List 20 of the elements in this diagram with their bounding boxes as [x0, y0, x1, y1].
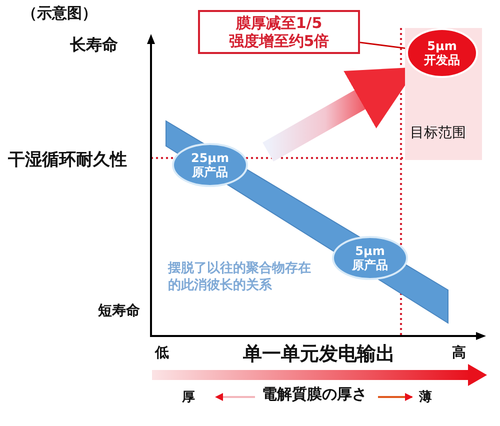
- scale-label: 厚: [182, 389, 195, 406]
- scale-title: 電解質膜の厚さ: [262, 385, 367, 404]
- axis-label: 长寿命: [70, 35, 118, 56]
- leader-line: [360, 42, 407, 50]
- product-ellipse: 25μm 原产品: [172, 143, 248, 187]
- callout-box: [198, 10, 360, 54]
- product-ellipse: 5μm 开发品: [406, 28, 478, 78]
- region-label: 目标范围: [410, 124, 466, 142]
- axis-label: 干湿循环耐久性: [8, 149, 127, 171]
- callout-text: 膜厚减至1/5: [236, 14, 322, 32]
- annotation-text: 摆脱了以往的聚合物存在的此消彼长的关系: [168, 260, 312, 294]
- scale-label: 薄: [419, 389, 432, 406]
- axis-label: 短寿命: [98, 302, 140, 320]
- target-region: [405, 28, 482, 160]
- axis-title: 单一单元发电输出: [243, 342, 395, 367]
- product-ellipse: 5μm 原产品: [332, 236, 408, 280]
- note-label: （示意图）: [22, 4, 97, 23]
- tick-label: 低: [155, 344, 169, 362]
- tick-label: 高: [452, 344, 466, 362]
- callout-text: 强度增至约5倍: [228, 32, 330, 50]
